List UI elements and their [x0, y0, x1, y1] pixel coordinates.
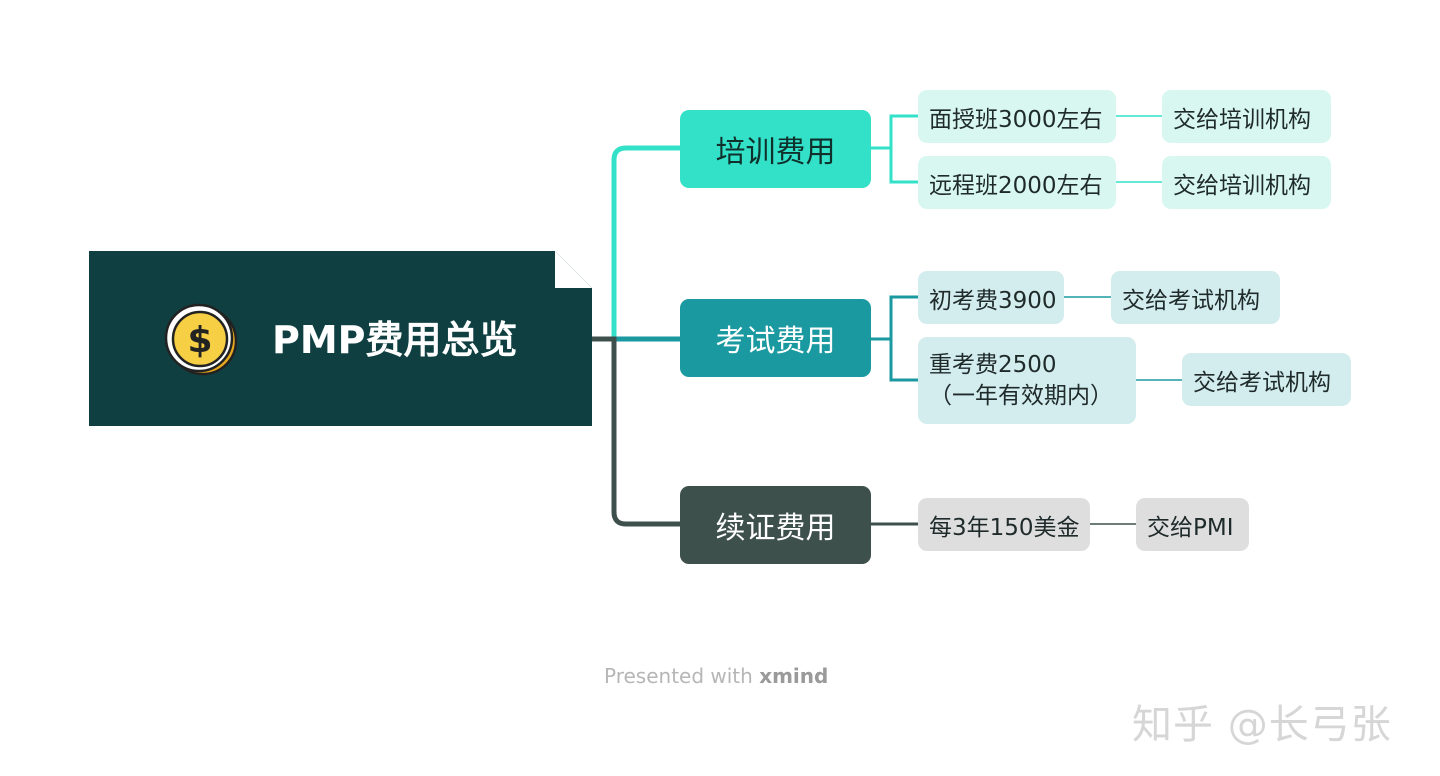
subtopic-retake-exam-fee[interactable]: 重考费2500 （一年有效期内）: [918, 337, 1136, 424]
subtopic-payee[interactable]: 交给PMI: [1136, 498, 1249, 551]
presented-with-xmind: Presented with xmind: [604, 664, 828, 688]
subtopic-payee[interactable]: 交给考试机构: [1182, 353, 1351, 406]
presented-prefix: Presented with: [604, 664, 753, 688]
subtopic-initial-exam-fee[interactable]: 初考费3900: [918, 271, 1064, 324]
topic-exam-fees[interactable]: 考试费用: [680, 299, 871, 377]
retake-fee-line2: （一年有效期内）: [929, 382, 1113, 409]
topic-renewal-fees[interactable]: 续证费用: [680, 486, 871, 564]
retake-fee-line1: 重考费2500: [929, 351, 1057, 378]
xmind-brand: xmind: [759, 664, 829, 688]
svg-text:$: $: [187, 320, 212, 361]
subtopic-payee[interactable]: 交给培训机构: [1162, 156, 1331, 209]
subtopic-payee[interactable]: 交给考试机构: [1111, 271, 1280, 324]
dollar-coin-icon: $: [164, 303, 238, 376]
zhihu-watermark: 知乎 @长弓张: [1132, 702, 1392, 748]
root-title: PMP费用总览: [272, 318, 518, 362]
subtopic-renewal-fee[interactable]: 每3年150美金: [918, 498, 1090, 551]
topic-training-fees[interactable]: 培训费用: [680, 110, 871, 188]
subtopic-remote-class[interactable]: 远程班2000左右: [918, 156, 1116, 209]
subtopic-in-person-class[interactable]: 面授班3000左右: [918, 90, 1116, 143]
subtopic-payee[interactable]: 交给培训机构: [1162, 90, 1331, 143]
